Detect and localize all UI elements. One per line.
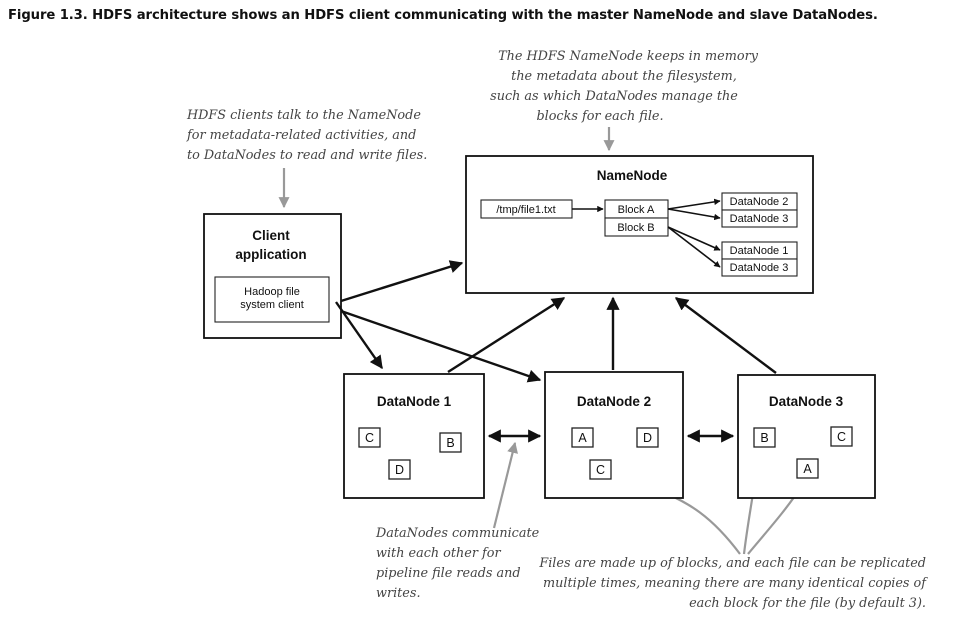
- note-line: blocks for each file.: [536, 109, 663, 124]
- replication-annotation: Files are made up of blocks, and each fi…: [538, 556, 928, 611]
- note-line: HDFS clients talk to the NameNode: [186, 108, 421, 123]
- hadoop-fs-client-label: Hadoop file: [244, 286, 300, 298]
- block-square: [439, 432, 462, 453]
- block-letter: D: [643, 431, 652, 445]
- block-square: [571, 427, 594, 448]
- note-line: The HDFS NameNode keeps in memory: [498, 49, 759, 64]
- block-mapping-arrow: [667, 198, 721, 210]
- block-letter: B: [760, 431, 768, 445]
- datanode-comm-annotation: DataNodes communicate with each other fo…: [375, 526, 539, 601]
- note-line: each block for the file (by default 3).: [689, 596, 926, 611]
- note-line: such as which DataNodes manage the: [490, 89, 738, 104]
- block-b-node-box: [721, 258, 798, 277]
- datanode-2-box: DataNode 2 A D C: [544, 371, 684, 499]
- datanode-1-title: DataNode 1: [377, 394, 452, 409]
- block-square: [830, 426, 853, 447]
- datanode-3-box: DataNode 3 B C A: [737, 374, 876, 499]
- block-letter: D: [395, 463, 404, 477]
- block-letter: B: [446, 436, 454, 450]
- datanode-1-to-namenode-arrow: [447, 296, 566, 374]
- block-square: [589, 459, 612, 480]
- datanode-3-title: DataNode 3: [769, 394, 844, 409]
- datanode-1-box: DataNode 1 C B D: [343, 373, 485, 499]
- block-b-node-label: DataNode 3: [730, 262, 789, 274]
- client-application-box: Client application Hadoop file system cl…: [203, 213, 342, 339]
- client-annotation: HDFS clients talk to the NameNode for me…: [186, 108, 427, 163]
- datanode-3-to-namenode-arrow: [674, 297, 777, 374]
- figure-caption: Figure 1.3. HDFS architecture shows an H…: [8, 8, 878, 23]
- hadoop-fs-client-label: system client: [240, 299, 304, 311]
- hadoop-fs-client-box: [214, 276, 330, 323]
- block-a-node-label: DataNode 2: [730, 196, 789, 208]
- block-square: [636, 427, 659, 448]
- block-a-label: Block A: [618, 204, 655, 216]
- block-b-node-label: DataNode 1: [730, 245, 789, 257]
- datanode-comm-annotation-arrow: [492, 441, 518, 529]
- block-a-node-label: DataNode 3: [730, 213, 789, 225]
- block-square: [796, 458, 819, 479]
- namenode-annotation: The HDFS NameNode keeps in memory the me…: [490, 49, 759, 124]
- note-line: multiple times, meaning there are many i…: [543, 576, 928, 591]
- namenode-box: NameNode /tmp/file1.txt Block A Block B …: [465, 155, 814, 294]
- block-b-label: Block B: [617, 222, 654, 234]
- block-letter: C: [365, 431, 374, 445]
- communication-arrows: [335, 260, 777, 443]
- note-line: DataNodes communicate: [375, 526, 539, 541]
- datanode-2-title: DataNode 2: [577, 394, 651, 409]
- note-line: with each other for: [376, 546, 501, 561]
- note-line: Files are made up of blocks, and each fi…: [538, 556, 926, 571]
- client-to-namenode-arrow: [340, 260, 464, 303]
- block-square: [753, 427, 776, 448]
- block-mapping-arrow: [667, 226, 721, 251]
- note-line: writes.: [376, 586, 421, 601]
- block-square: [358, 427, 381, 448]
- namenode-title: NameNode: [597, 168, 668, 183]
- client-subtitle: application: [235, 247, 306, 262]
- note-line: pipeline file reads and: [376, 566, 521, 581]
- file-path-label: /tmp/file1.txt: [496, 204, 555, 216]
- block-a-node-box: [721, 209, 798, 228]
- client-title: Client: [252, 228, 290, 243]
- client-to-datanode-2-arrow: [340, 309, 542, 383]
- block-mapping-arrow: [667, 226, 721, 268]
- block-letter: A: [578, 431, 587, 445]
- block-letter: C: [596, 463, 605, 477]
- note-line: the metadata about the filesystem,: [511, 69, 737, 84]
- block-letter: C: [837, 430, 846, 444]
- note-line: to DataNodes to read and write files.: [187, 148, 427, 163]
- block-mapping-arrow: [667, 208, 721, 221]
- note-line: for metadata-related activities, and: [186, 128, 416, 143]
- block-square: [388, 459, 411, 480]
- block-letter: A: [803, 462, 812, 476]
